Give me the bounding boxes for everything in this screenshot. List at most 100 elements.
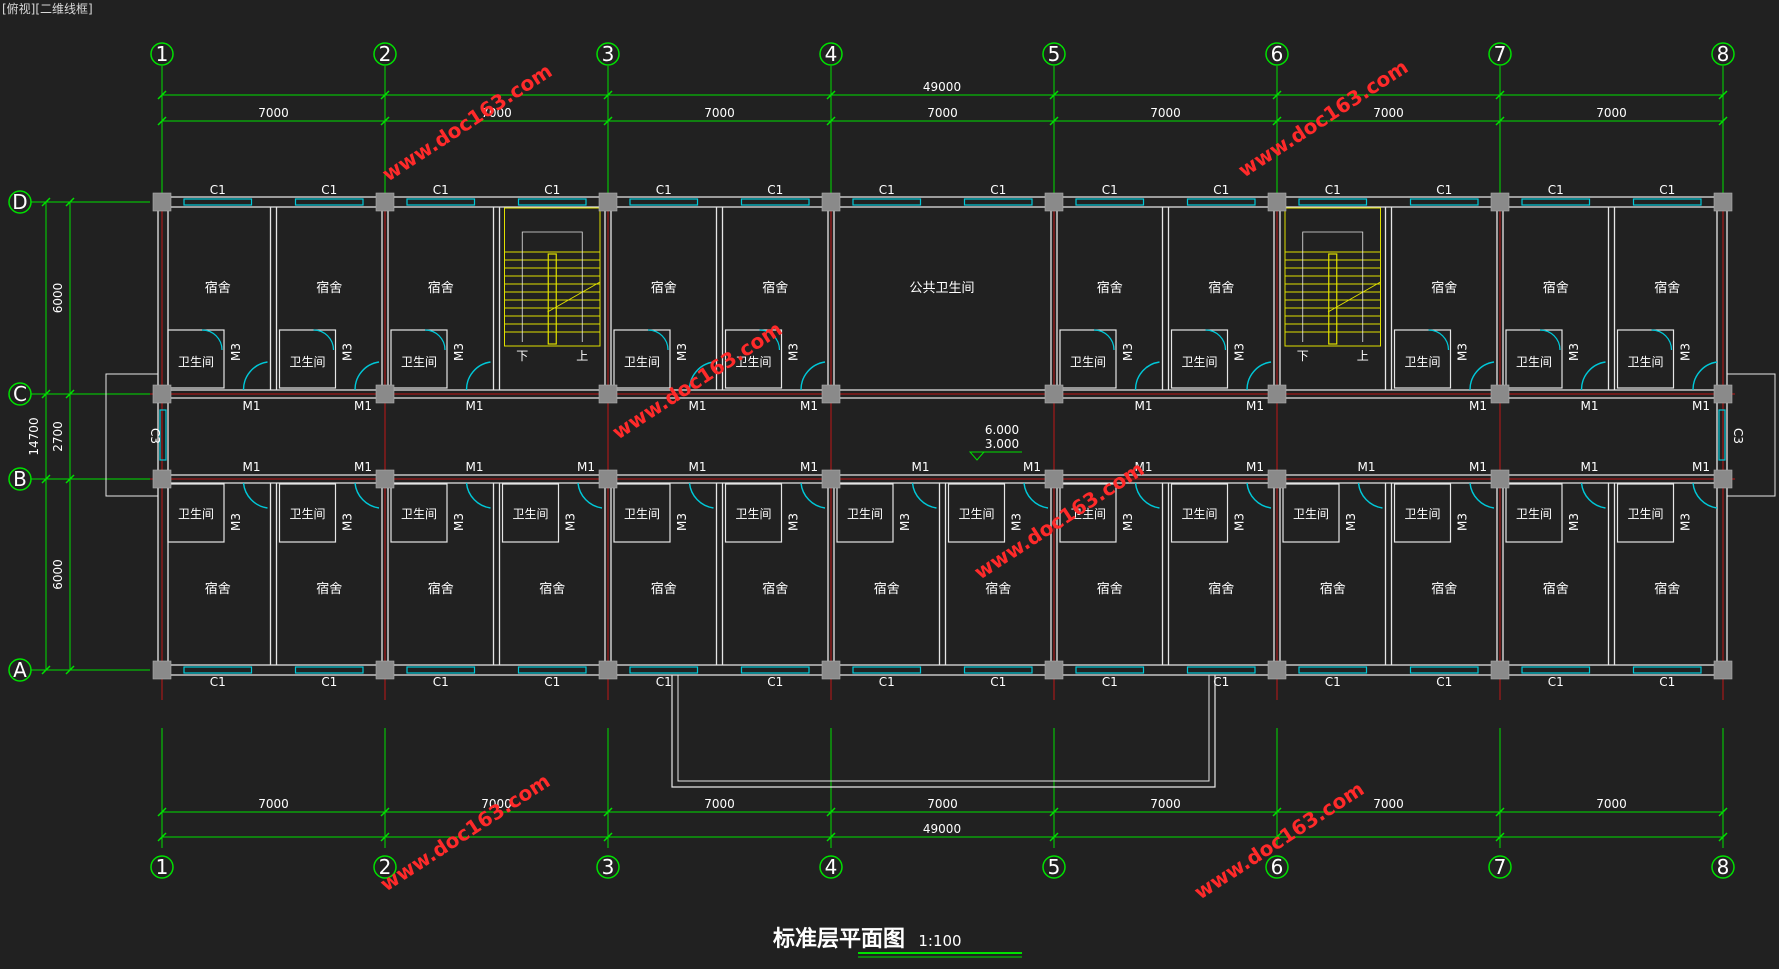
bathroom-wall <box>278 483 337 543</box>
room-label-dorm: 宿舍 <box>1097 581 1123 597</box>
window-c1 <box>1632 666 1702 674</box>
door-m1-swing <box>800 361 826 391</box>
window-c3-left <box>159 409 167 461</box>
window-c1-label: C1 <box>1102 675 1118 689</box>
room-label-bathroom: 卫生间 <box>401 355 437 369</box>
total-length-top: 49000 <box>923 80 961 94</box>
dimension-tick <box>826 90 836 100</box>
bathroom-wall <box>1170 329 1229 389</box>
window-c1-label: C1 <box>1436 183 1452 197</box>
structural-column <box>152 660 172 680</box>
bathroom-wall <box>167 329 225 389</box>
door-m3-swing <box>424 329 446 351</box>
column-bubble-bottom <box>150 855 174 879</box>
bathroom-wall <box>278 329 337 389</box>
window-c1 <box>294 198 364 206</box>
door-m3-swing <box>647 329 669 351</box>
column-bubble-label: 4 <box>825 42 838 66</box>
dimension-tick <box>1049 807 1059 817</box>
column-bubble-top <box>819 42 843 66</box>
door-m1-label: M1 <box>1692 460 1710 474</box>
door-m3-label: M3 <box>1121 343 1135 361</box>
viewport-label: [俯视][二维线框] <box>2 2 93 16</box>
room-label-public-wc: 公共卫生间 <box>909 281 974 296</box>
room-label-dorm: 宿舍 <box>1208 581 1234 597</box>
door-m1-label: M1 <box>1135 460 1153 474</box>
door-m1-label: M1 <box>912 460 930 474</box>
door-m1-swing <box>1469 482 1495 509</box>
room-label-dorm: 宿舍 <box>985 581 1011 597</box>
stair-path <box>521 231 583 342</box>
window-c1 <box>629 198 699 206</box>
window-c1-label: C1 <box>544 675 560 689</box>
dimension-tick <box>1718 116 1728 126</box>
room-label-dorm: 宿舍 <box>1320 581 1346 597</box>
column-bubble-top <box>1265 42 1289 66</box>
room-label-dorm: 宿舍 <box>651 581 677 597</box>
total-depth: 14700 <box>27 417 41 455</box>
dimension-tick <box>1049 90 1059 100</box>
door-m3-label: M3 <box>564 513 578 531</box>
door-m3-label: M3 <box>229 513 243 531</box>
structural-column <box>1044 384 1064 404</box>
dimension-tick <box>1495 832 1505 842</box>
stair-path <box>1302 231 1364 342</box>
room-label-dorm: 宿舍 <box>1543 581 1569 597</box>
window-c1-label: C1 <box>990 675 1006 689</box>
door-m3-label: M3 <box>675 513 689 531</box>
stair-handrail <box>547 253 557 345</box>
bathroom-wall <box>1170 483 1229 543</box>
window-c1 <box>1298 198 1368 206</box>
bathroom-wall <box>167 483 225 543</box>
bathroom-wall <box>501 483 560 543</box>
room-label-dorm: 宿舍 <box>1208 280 1234 296</box>
window-c1-label: C1 <box>210 675 226 689</box>
room-label-bathroom: 卫生间 <box>1404 355 1440 369</box>
room-label-bathroom: 卫生间 <box>178 507 214 521</box>
dimension-tick <box>603 807 613 817</box>
door-m3-label: M3 <box>1567 513 1581 531</box>
room-label-dorm: 宿舍 <box>762 280 788 296</box>
door-m1-swing <box>1134 482 1160 509</box>
structural-column <box>598 660 618 680</box>
door-m1-swing <box>354 482 380 509</box>
dimension-tick <box>41 389 51 399</box>
dimension-tick <box>1718 832 1728 842</box>
door-m3-swing <box>1093 329 1115 351</box>
door-m3-label: M3 <box>787 513 801 531</box>
window-c1 <box>406 666 476 674</box>
door-m1-label: M1 <box>1469 399 1487 413</box>
window-c1 <box>740 198 810 206</box>
window-c3-label-right: C3 <box>1731 428 1745 444</box>
row-bubble-label: A <box>13 658 27 682</box>
bathroom-wall <box>1505 483 1563 543</box>
door-m1-label: M1 <box>1358 460 1376 474</box>
door-m1-label: M1 <box>1246 399 1264 413</box>
door-m1-label: M1 <box>466 399 484 413</box>
structural-column <box>375 660 395 680</box>
door-m1-label: M1 <box>577 460 595 474</box>
door-m3-label: M3 <box>1679 513 1693 531</box>
door-m3-label: M3 <box>898 513 912 531</box>
dimension-tick <box>157 90 167 100</box>
window-c1 <box>1186 666 1256 674</box>
dimension-tick <box>603 116 613 126</box>
structural-column <box>598 469 618 489</box>
room-label-bathroom: 卫生间 <box>1181 507 1217 521</box>
window-c1 <box>406 198 476 206</box>
window-c1-label: C1 <box>656 183 672 197</box>
structural-column <box>1490 469 1510 489</box>
window-c1 <box>963 198 1033 206</box>
room-label-bathroom: 卫生间 <box>289 355 325 369</box>
bay-dimension-bottom: 7000 <box>1373 797 1404 811</box>
window-c1 <box>1298 666 1368 674</box>
structural-column <box>821 384 841 404</box>
stair-outline <box>504 207 601 347</box>
bay-dimension-bottom: 7000 <box>258 797 289 811</box>
stair-handrail <box>1328 253 1338 345</box>
window-c1 <box>1075 666 1145 674</box>
structural-column <box>821 660 841 680</box>
bathroom-wall <box>1616 329 1675 389</box>
door-m3-label: M3 <box>675 343 689 361</box>
door-m3-label: M3 <box>341 343 355 361</box>
